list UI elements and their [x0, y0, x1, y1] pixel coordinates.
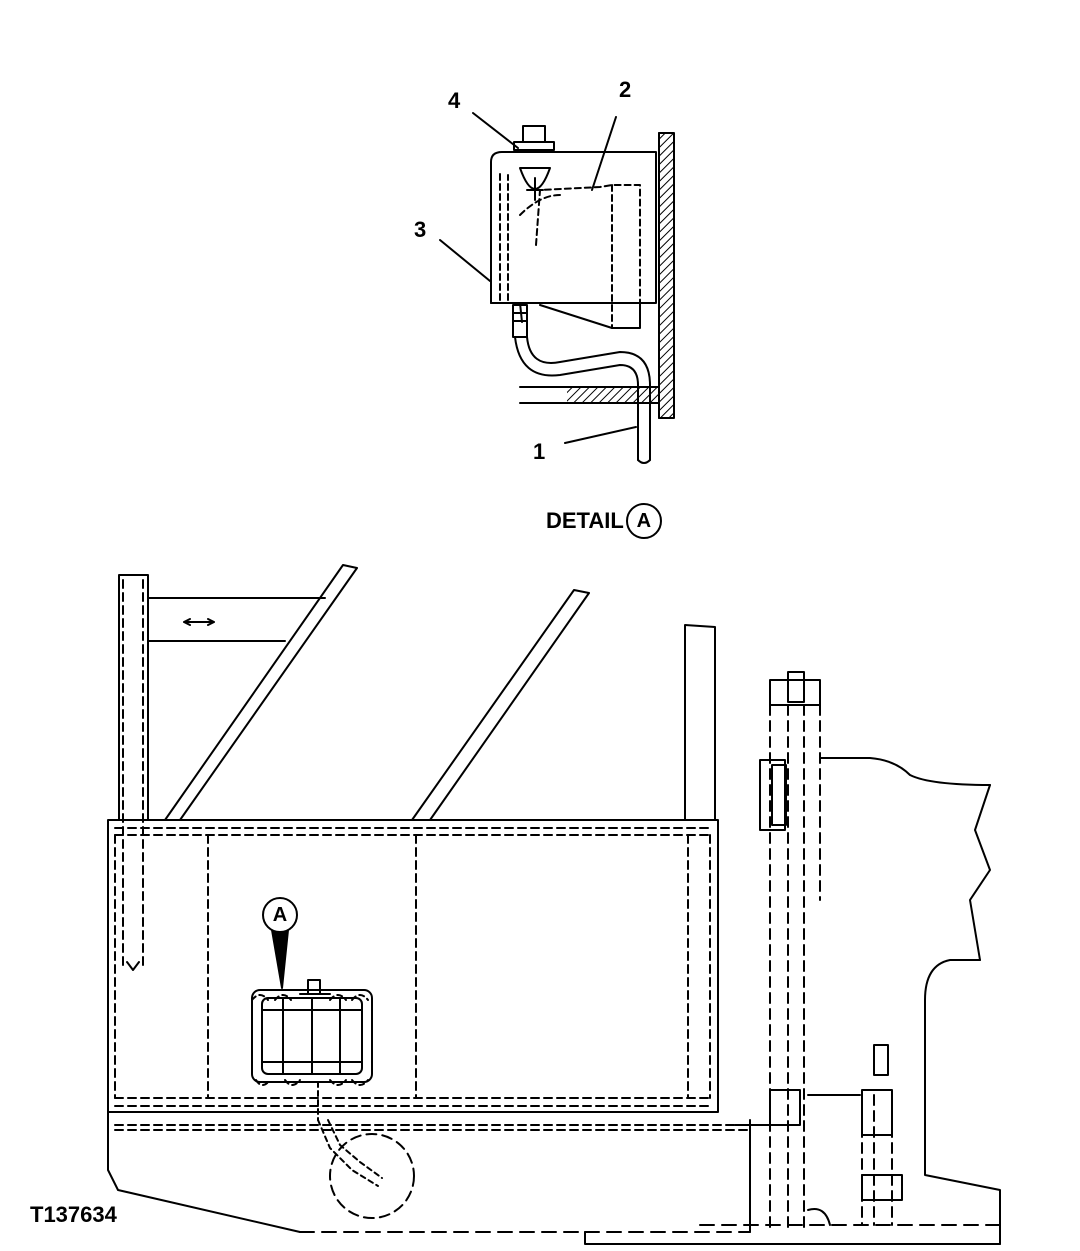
- leader-line-2: [591, 116, 617, 191]
- hose-route-circle: [329, 1133, 415, 1219]
- frame-assembly: [107, 564, 1001, 1245]
- detail-caption-text: DETAIL: [546, 508, 624, 533]
- top-beam: [147, 597, 326, 642]
- detail-a-marker: A: [262, 897, 298, 933]
- filler-cap: [519, 167, 551, 190]
- callout-4: 4: [448, 88, 461, 113]
- leader-line-4: [472, 112, 519, 149]
- hose: [514, 336, 639, 461]
- diagonal-brace-left: [164, 564, 358, 821]
- wall-section: [658, 132, 675, 419]
- figure-id: T137634: [30, 1202, 117, 1227]
- detail-caption: DETAIL A: [546, 503, 662, 539]
- right-machinery: [699, 671, 1001, 1245]
- callout-1: 1: [533, 439, 546, 464]
- reservoir-body: [490, 151, 657, 304]
- reservoir-main-view: [251, 979, 373, 1121]
- detail-caption-letter: A: [625, 503, 662, 539]
- leader-line-1: [564, 426, 637, 444]
- callout-3: 3: [414, 217, 427, 242]
- right-post: [684, 624, 716, 821]
- leader-line-3: [439, 239, 491, 282]
- callout-2: 2: [619, 77, 632, 102]
- lower-shelf: [107, 1111, 301, 1233]
- detail-a-pointer: [271, 929, 289, 989]
- diagonal-brace-right: [411, 589, 590, 821]
- detail-a-view: [439, 112, 675, 464]
- main-box: [107, 819, 719, 1113]
- fastener: [522, 125, 546, 143]
